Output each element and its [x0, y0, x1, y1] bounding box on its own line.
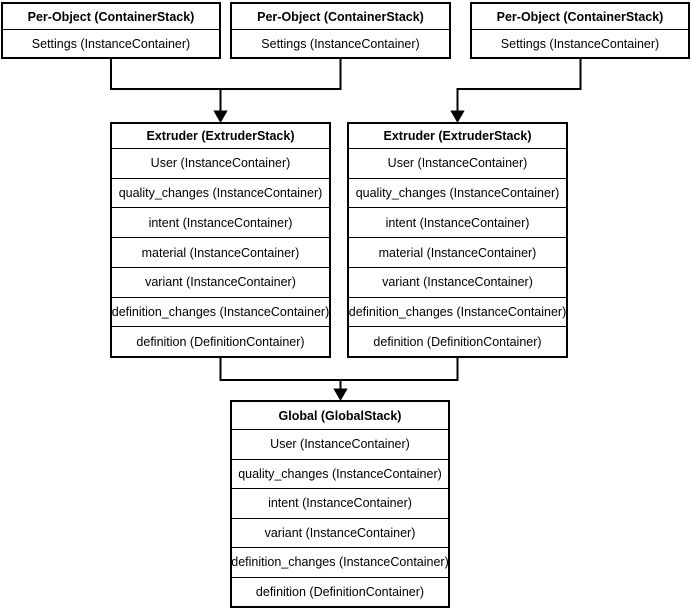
stack-per-object-1: Per-Object (ContainerStack) Settings (In…	[1, 2, 221, 59]
stack-row-intent: intent (InstanceContainer)	[232, 488, 448, 518]
stack-per-object-3: Per-Object (ContainerStack) Settings (In…	[470, 2, 690, 59]
stack-row-quality-changes: quality_changes (InstanceContainer)	[112, 177, 329, 208]
stack-row-settings: Settings (InstanceContainer)	[232, 29, 449, 57]
stack-row-material: material (InstanceContainer)	[112, 237, 329, 267]
stack-row-variant: variant (InstanceContainer)	[112, 266, 329, 297]
connector-per-object-2-to-extruder-left	[220, 59, 342, 90]
connector-per-object-1-to-extruder-left	[110, 59, 222, 112]
arrow-down-icon	[213, 110, 228, 124]
stack-row-quality-changes: quality_changes (InstanceContainer)	[232, 458, 448, 489]
stack-extruder-left: Extruder (ExtruderStack) User (InstanceC…	[110, 122, 331, 358]
arrow-down-icon	[450, 110, 465, 124]
stack-extruder-left-title: Extruder (ExtruderStack)	[146, 129, 295, 143]
connector-extruder-right-to-global	[340, 358, 459, 381]
stack-row-definition-changes: definition_changes (InstanceContainer)	[349, 296, 566, 327]
arrow-down-icon	[333, 388, 348, 402]
stack-row-user: User (InstanceContainer)	[349, 148, 566, 178]
stack-row-variant: variant (InstanceContainer)	[349, 266, 566, 297]
connector-extruder-left-to-global	[219, 358, 342, 390]
stack-row-user: User (InstanceContainer)	[232, 429, 448, 459]
stack-row-material: material (InstanceContainer)	[349, 237, 566, 267]
stack-extruder-right-title: Extruder (ExtruderStack)	[383, 129, 532, 143]
stack-row-definition-changes: definition_changes (InstanceContainer)	[231, 547, 449, 577]
stack-global-title: Global (GlobalStack)	[278, 408, 402, 423]
stack-row-definition: definition (DefinitionContainer)	[349, 326, 566, 356]
stack-row-definition: definition (DefinitionContainer)	[112, 326, 329, 356]
stack-global: Global (GlobalStack) User (InstanceConta…	[230, 400, 450, 608]
stack-per-object-1-title: Per-Object (ContainerStack)	[27, 9, 195, 24]
stack-extruder-right: Extruder (ExtruderStack) User (InstanceC…	[347, 122, 568, 358]
stack-row-variant: variant (InstanceContainer)	[232, 517, 448, 548]
stack-row-settings: Settings (InstanceContainer)	[3, 29, 219, 57]
stack-row-intent: intent (InstanceContainer)	[349, 207, 566, 237]
stack-row-intent: intent (InstanceContainer)	[112, 207, 329, 237]
stack-row-quality-changes: quality_changes (InstanceContainer)	[349, 177, 566, 208]
stack-row-definition: definition (DefinitionContainer)	[232, 576, 448, 607]
connector-per-object-3-to-extruder-right	[456, 59, 582, 112]
stack-per-object-2: Per-Object (ContainerStack) Settings (In…	[230, 2, 451, 59]
stack-row-user: User (InstanceContainer)	[112, 148, 329, 178]
stack-row-definition-changes: definition_changes (InstanceContainer)	[112, 296, 329, 327]
stack-row-settings: Settings (InstanceContainer)	[472, 29, 688, 57]
stack-per-object-3-title: Per-Object (ContainerStack)	[496, 9, 664, 24]
stack-per-object-2-title: Per-Object (ContainerStack)	[257, 9, 424, 24]
